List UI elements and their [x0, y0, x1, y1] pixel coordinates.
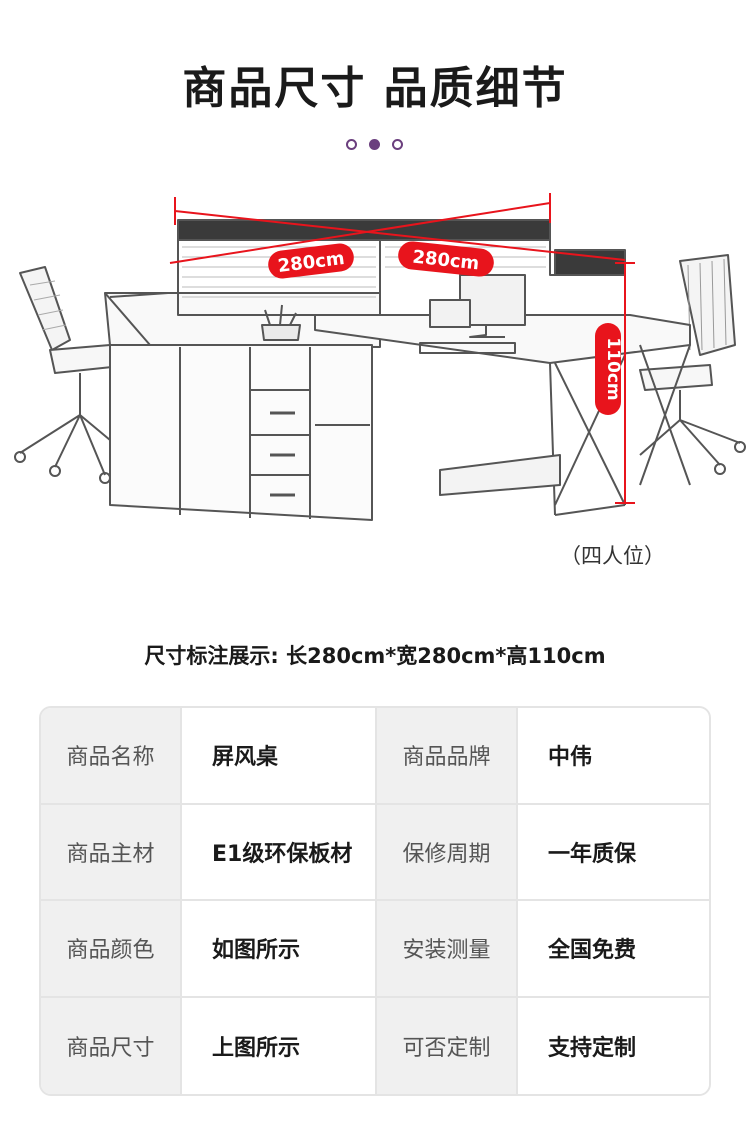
product-illustration: 280cm 280cm 110cm [14, 193, 746, 521]
dimension-height-text: 110cm [603, 337, 623, 400]
dimension-badge-height: 110cm [595, 323, 623, 415]
indicator-dot-active[interactable] [369, 139, 380, 150]
spec-label: 商品颜色 [41, 901, 182, 998]
spec-label: 商品品牌 [377, 708, 518, 805]
spec-value: 如图所示 [182, 901, 377, 998]
indicator-dot[interactable] [346, 139, 357, 150]
page-title: 商品尺寸 品质细节 [182, 63, 568, 114]
dimension-label: 尺寸标注展示: 长280cm*宽280cm*高110cm [144, 644, 606, 668]
spec-label: 商品名称 [41, 708, 182, 805]
spec-label: 安装测量 [377, 901, 518, 998]
spec-value: 一年质保 [518, 804, 709, 901]
office-chair-left [14, 266, 113, 484]
spec-value: 中伟 [518, 708, 709, 805]
seat-count-note: （四人位） [560, 544, 665, 568]
spec-value: 支持定制 [518, 997, 709, 1094]
carousel-indicator [346, 139, 406, 153]
spec-label: 商品尺寸 [41, 997, 182, 1094]
dimension-badge-width: 280cm [268, 243, 354, 279]
spec-table: 商品名称 屏风桌 商品品牌 中伟 商品主材 E1级环保板材 保修周期 一年质保 … [39, 706, 711, 1096]
indicator-dot[interactable] [392, 139, 403, 150]
spec-label: 保修周期 [377, 804, 518, 901]
spec-value: 全国免费 [518, 901, 709, 998]
dimension-badge-depth: 280cm [398, 241, 494, 277]
spec-value: 上图所示 [182, 997, 377, 1094]
spec-label: 商品主材 [41, 804, 182, 901]
office-chair-right [639, 254, 746, 475]
spec-value: 屏风桌 [182, 708, 377, 805]
spec-value: E1级环保板材 [182, 804, 377, 901]
spec-label: 可否定制 [377, 997, 518, 1094]
